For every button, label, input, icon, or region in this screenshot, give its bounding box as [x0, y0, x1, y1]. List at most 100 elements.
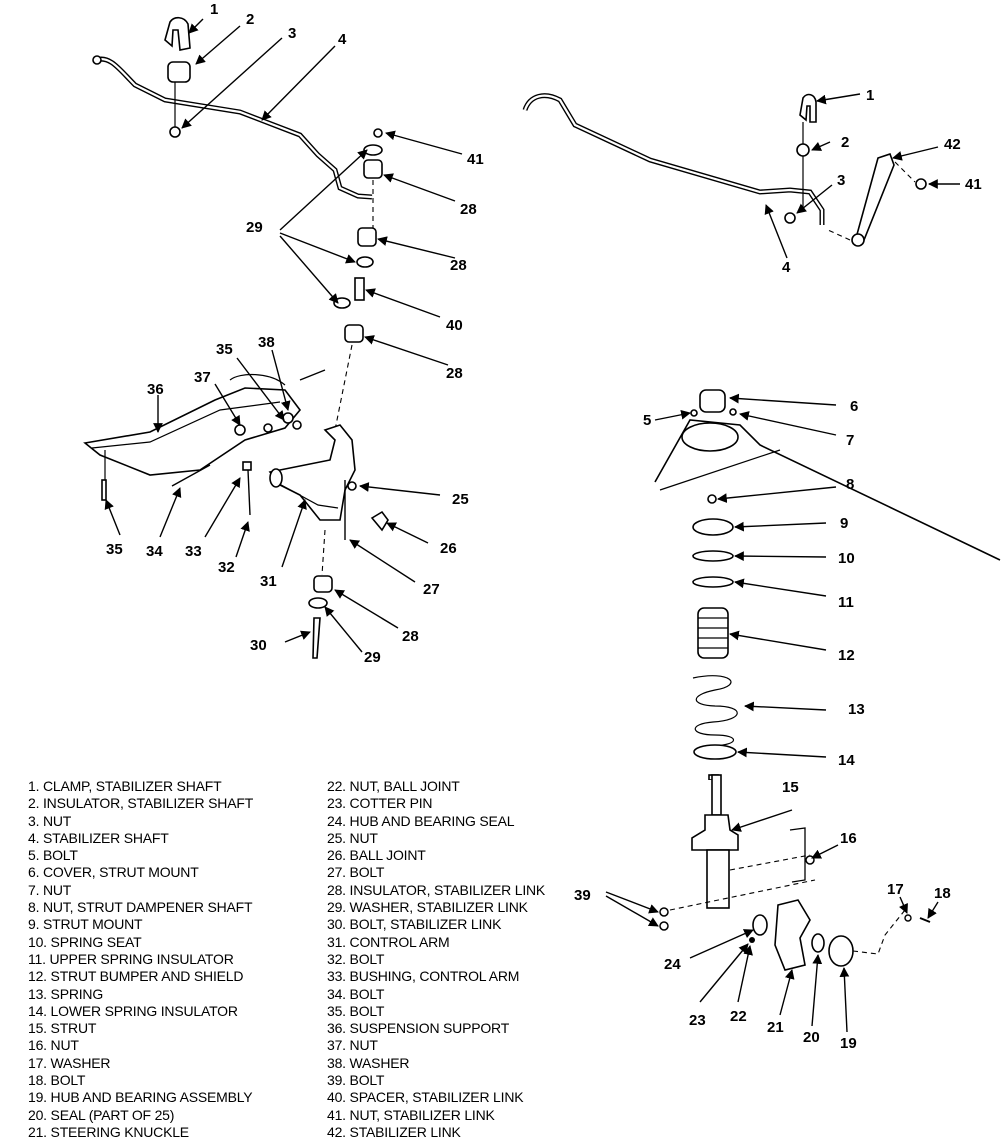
legend-item: 35. BOLT [327, 1002, 385, 1019]
legend-item: 12. STRUT BUMPER AND SHIELD [28, 968, 244, 985]
knuckle-leaders [605, 809, 939, 1033]
callout-1: 1 [866, 87, 874, 104]
callout-5: 5 [643, 412, 651, 429]
callout-9: 9 [840, 515, 848, 532]
callout-1: 1 [210, 1, 218, 18]
legend-item: 16. NUT [28, 1037, 79, 1054]
legend-item: 38. WASHER [327, 1054, 410, 1071]
callout-12: 12 [838, 647, 855, 664]
legend-item: 19. HUB AND BEARING ASSEMBLY [28, 1089, 253, 1106]
suspension-support [83, 374, 302, 501]
legend-item: 17. WASHER [28, 1054, 111, 1071]
callout-3: 3 [837, 172, 845, 189]
callout-32: 32 [218, 559, 235, 576]
callout-36: 36 [147, 381, 164, 398]
callout-39: 39 [574, 887, 591, 904]
legend-item: 13. SPRING [28, 985, 104, 1002]
knuckle-hub-diagram: 15 16 39 17 18 24 23 22 21 20 19 [574, 774, 951, 1052]
legend-item: 8. NUT, STRUT DAMPENER SHAFT [28, 899, 253, 916]
callout-41: 41 [965, 176, 982, 193]
callout-16: 16 [840, 830, 857, 847]
callout-28: 28 [402, 628, 419, 645]
legend-item: 10. SPRING SEAT [28, 933, 142, 950]
legend-item: 22. NUT, BALL JOINT [327, 778, 460, 794]
callout-23: 23 [689, 1012, 706, 1029]
legend-item: 29. WASHER, STABILIZER LINK [327, 899, 528, 916]
strut-body [659, 774, 816, 931]
steering-knuckle [749, 899, 931, 971]
callout-29: 29 [364, 649, 381, 666]
callout-25: 25 [452, 491, 469, 508]
legend-item: 5. BOLT [28, 847, 78, 864]
strut-mount-tower [654, 389, 1001, 561]
callout-41: 41 [467, 151, 484, 168]
legend-item: 40. SPACER, STABILIZER LINK [327, 1089, 524, 1106]
legend-item: 1. CLAMP, STABILIZER SHAFT [28, 778, 222, 794]
callout-10: 10 [838, 550, 855, 567]
parts-legend-right: 22. NUT, BALL JOINT 23. COTTER PIN 24. H… [327, 778, 545, 1141]
legend-item: 31. CONTROL ARM [327, 933, 450, 950]
legend-item: 36. SUSPENSION SUPPORT [327, 1020, 510, 1037]
legend-item: 42. STABILIZER LINK [327, 1123, 461, 1140]
callout-35: 35 [106, 541, 123, 558]
legend-item: 7. NUT [28, 881, 72, 898]
callout-35: 35 [216, 341, 233, 358]
legend-item: 30. BOLT, STABILIZER LINK [327, 916, 502, 933]
control-arm [268, 424, 356, 521]
legend-item: 32. BOLT [327, 950, 385, 967]
stabilizer-shaft-right [522, 93, 927, 247]
callout-28: 28 [446, 365, 463, 382]
legend-item: 20. SEAL (PART OF 25) [28, 1106, 175, 1123]
legend-item: 15. STRUT [28, 1020, 97, 1037]
parts-legend-left: 1. CLAMP, STABILIZER SHAFT 2. INSULATOR,… [28, 778, 253, 1141]
callout-29: 29 [246, 219, 263, 236]
legend-item: 28. INSULATOR, STABILIZER LINK [327, 881, 546, 898]
strut-stack [692, 494, 738, 780]
legend-item: 24. HUB AND BEARING SEAL [327, 812, 515, 829]
callout-6: 6 [850, 398, 858, 415]
callout-28: 28 [450, 257, 467, 274]
callout-21: 21 [767, 1019, 784, 1036]
callout-28: 28 [460, 201, 477, 218]
callout-4: 4 [782, 259, 791, 276]
legend-item: 3. NUT [28, 812, 72, 829]
callout-17: 17 [887, 881, 904, 898]
legend-item: 9. STRUT MOUNT [28, 916, 143, 933]
callout-11: 11 [838, 594, 854, 611]
callout-42: 42 [944, 136, 961, 153]
legend-item: 39. BOLT [327, 1072, 385, 1089]
legend-item: 25. NUT [327, 829, 378, 846]
legend-item: 37. NUT [327, 1037, 378, 1054]
callout-15: 15 [782, 779, 799, 796]
exploded-suspension-diagram: 1 2 3 4 41 28 29 28 40 28 35 38 37 36 35… [83, 1, 1001, 780]
clamp-left [164, 16, 191, 138]
callout-8: 8 [846, 476, 854, 493]
leader-lines [104, 18, 960, 758]
legend-item: 27. BOLT [327, 864, 385, 881]
legend-item: 23. COTTER PIN [327, 795, 433, 812]
callout-3: 3 [288, 25, 296, 42]
legend-item: 14. LOWER SPRING INSULATOR [28, 1002, 238, 1019]
legend-item: 41. NUT, STABILIZER LINK [327, 1106, 495, 1123]
callout-26: 26 [440, 540, 457, 557]
stabilizer-shaft-left [92, 55, 373, 200]
stabilizer-link-stack [333, 128, 383, 431]
legend-item: 2. INSULATOR, STABILIZER SHAFT [28, 795, 254, 812]
callout-20: 20 [803, 1029, 820, 1046]
callout-4: 4 [338, 31, 347, 48]
callout-13: 13 [848, 701, 865, 718]
legend-item: 34. BOLT [327, 985, 385, 1002]
callout-labels: 1 2 3 4 41 28 29 28 40 28 35 38 37 36 35… [106, 1, 982, 769]
callout-31: 31 [260, 573, 277, 590]
callout-40: 40 [446, 317, 463, 334]
callout-2: 2 [246, 11, 254, 28]
legend-item: 11. UPPER SPRING INSULATOR [28, 950, 234, 967]
callout-33: 33 [185, 543, 202, 560]
callout-7: 7 [846, 432, 854, 449]
callout-34: 34 [146, 543, 163, 560]
legend-item: 4. STABILIZER SHAFT [28, 829, 169, 846]
callout-27: 27 [423, 581, 440, 598]
legend-item: 26. BALL JOINT [327, 847, 426, 864]
callout-30: 30 [250, 637, 267, 654]
callout-38: 38 [258, 334, 275, 351]
